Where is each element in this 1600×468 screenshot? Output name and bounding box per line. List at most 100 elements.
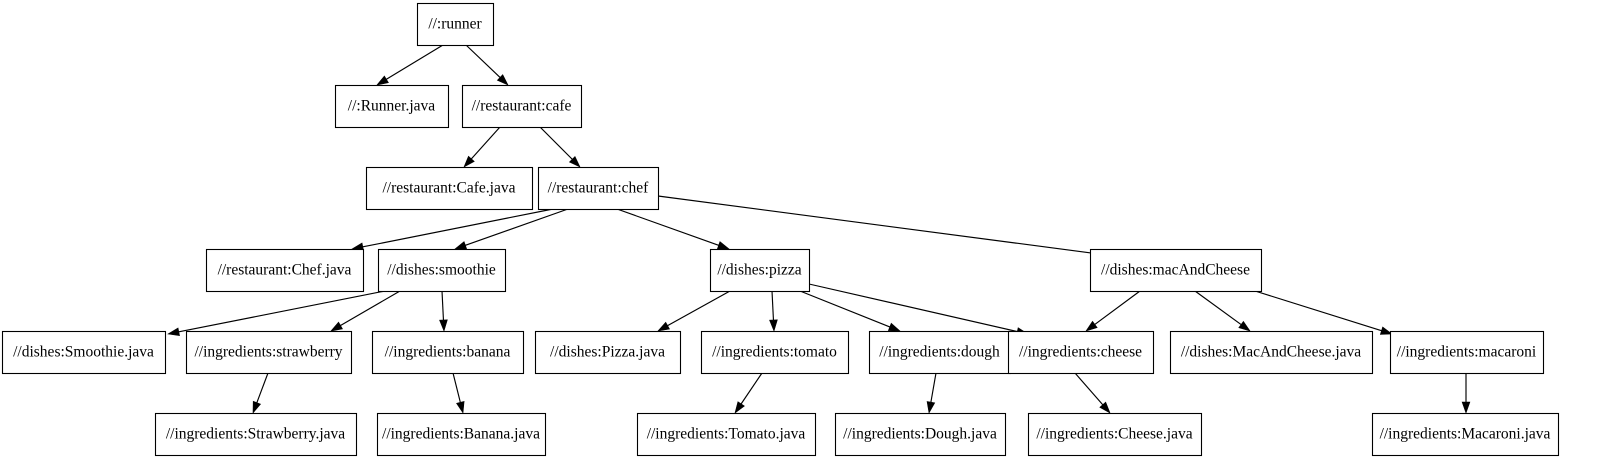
node-box[interactable] xyxy=(365,166,534,211)
node-box[interactable] xyxy=(1027,412,1203,457)
node-label: //ingredients:Macaroni.java xyxy=(1380,426,1551,443)
graph-node-dough_java[interactable]: //ingredients:Dough.java xyxy=(834,412,1007,457)
edge-arrowhead-icon xyxy=(734,401,745,414)
node-box[interactable] xyxy=(334,84,450,129)
node-label: //ingredients:macaroni xyxy=(1397,344,1537,361)
graph-node-cheese_java[interactable]: //ingredients:Cheese.java xyxy=(1027,412,1203,457)
graph-node-restaurant_cafe[interactable]: //restaurant:cafe xyxy=(461,84,583,129)
graph-edge xyxy=(539,126,581,168)
node-label: //ingredients:Strawberry.java xyxy=(166,426,345,443)
node-label: //ingredients:Tomato.java xyxy=(647,426,806,443)
node-box[interactable] xyxy=(868,330,1012,375)
graph-edge xyxy=(1085,290,1141,332)
graph-edge xyxy=(926,372,937,414)
node-label: //:Runner.java xyxy=(348,98,436,115)
graph-node-runner_java[interactable]: //:Runner.java xyxy=(334,84,450,129)
node-label: //dishes:MacAndCheese.java xyxy=(1181,344,1361,361)
graph-node-macncheese_java[interactable]: //dishes:MacAndCheese.java xyxy=(1169,330,1374,375)
graph-edge xyxy=(252,372,269,414)
graph-edge xyxy=(657,290,731,332)
graph-edge xyxy=(1194,290,1251,332)
edge-arrowhead-icon xyxy=(1379,326,1393,335)
graph-node-smoothie_java[interactable]: //dishes:Smoothie.java xyxy=(1,330,167,375)
graph-node-ing_tomato[interactable]: //ingredients:tomato xyxy=(700,330,850,375)
node-box[interactable] xyxy=(1007,330,1155,375)
node-label: //:runner xyxy=(428,16,482,33)
edge-arrowhead-icon xyxy=(568,155,581,168)
node-label: //ingredients:strawberry xyxy=(194,344,342,361)
graph-node-runner[interactable]: //:runner xyxy=(416,2,495,47)
graph-node-banana_java[interactable]: //ingredients:Banana.java xyxy=(376,412,547,457)
edge-arrowhead-icon xyxy=(252,400,262,414)
node-box[interactable] xyxy=(205,248,365,293)
graph-node-ing_macaroni[interactable]: //ingredients:macaroni xyxy=(1389,330,1545,375)
node-box[interactable] xyxy=(416,2,495,47)
node-box[interactable] xyxy=(377,248,507,293)
graph-node-cafe_java[interactable]: //restaurant:Cafe.java xyxy=(365,166,534,211)
edge-arrowhead-icon xyxy=(439,319,448,332)
edge-line xyxy=(1254,290,1382,332)
node-box[interactable] xyxy=(1089,248,1263,293)
graph-edge xyxy=(808,283,1029,336)
node-box[interactable] xyxy=(1,330,167,375)
node-label: //ingredients:Dough.java xyxy=(843,426,997,443)
edge-arrowhead-icon xyxy=(926,401,936,414)
edge-line xyxy=(362,208,554,248)
graph-node-ing_banana[interactable]: //ingredients:banana xyxy=(371,330,525,375)
edge-arrowhead-icon xyxy=(454,241,468,250)
node-box[interactable] xyxy=(371,330,525,375)
graph-node-dishes_smoothie[interactable]: //dishes:smoothie xyxy=(377,248,507,293)
graph-node-dishes_macncheese[interactable]: //dishes:macAndCheese xyxy=(1089,248,1263,293)
graph-edge xyxy=(1461,373,1471,414)
edge-line xyxy=(178,290,386,333)
graph-node-pizza_java[interactable]: //dishes:Pizza.java xyxy=(534,330,682,375)
graph-node-chef_java[interactable]: //restaurant:Chef.java xyxy=(205,248,365,293)
node-box[interactable] xyxy=(376,412,547,457)
edge-arrowhead-icon xyxy=(716,241,730,250)
node-label: //dishes:smoothie xyxy=(387,262,496,279)
node-box[interactable] xyxy=(636,412,817,457)
node-layer: //:runner //:Runner.java //restaurant:cafe… xyxy=(1,2,1560,457)
node-box[interactable] xyxy=(537,166,660,211)
edge-line xyxy=(740,372,763,405)
edge-arrowhead-icon xyxy=(1085,320,1098,332)
edge-line xyxy=(452,372,461,403)
edge-arrowhead-icon xyxy=(456,400,465,414)
graph-edge xyxy=(463,126,501,168)
node-label: //dishes:pizza xyxy=(717,262,801,279)
node-box[interactable] xyxy=(1169,330,1374,375)
node-box[interactable] xyxy=(709,248,811,293)
graph-node-restaurant_chef[interactable]: //restaurant:chef xyxy=(537,166,660,211)
edge-line xyxy=(340,290,401,326)
edge-line xyxy=(616,208,719,246)
edge-line xyxy=(1194,290,1242,325)
graph-edge xyxy=(734,372,763,414)
graph-node-ing_dough[interactable]: //ingredients:dough xyxy=(868,330,1012,375)
edge-line xyxy=(256,372,269,403)
edge-line xyxy=(799,290,891,328)
node-label: //ingredients:banana xyxy=(385,344,511,361)
graph-node-ing_cheese[interactable]: //ingredients:cheese xyxy=(1007,330,1155,375)
node-box[interactable] xyxy=(461,84,583,129)
node-box[interactable] xyxy=(185,330,353,375)
node-box[interactable] xyxy=(154,412,358,457)
node-box[interactable] xyxy=(534,330,682,375)
node-box[interactable] xyxy=(834,412,1007,457)
graph-node-strawberry_java[interactable]: //ingredients:Strawberry.java xyxy=(154,412,358,457)
edge-arrowhead-icon xyxy=(330,321,343,332)
graph-edge xyxy=(465,44,509,86)
edge-arrowhead-icon xyxy=(657,321,670,332)
graph-node-macaroni_java[interactable]: //ingredients:Macaroni.java xyxy=(1371,412,1560,457)
node-box[interactable] xyxy=(700,330,850,375)
graph-node-ing_strawberry[interactable]: //ingredients:strawberry xyxy=(185,330,353,375)
graph-edge xyxy=(439,290,448,332)
graph-node-tomato_java[interactable]: //ingredients:Tomato.java xyxy=(636,412,817,457)
node-label: //dishes:Pizza.java xyxy=(550,344,665,361)
node-box[interactable] xyxy=(1389,330,1545,375)
edge-line xyxy=(465,44,501,78)
graph-node-dishes_pizza[interactable]: //dishes:pizza xyxy=(709,248,811,293)
graph-edge xyxy=(1254,290,1393,335)
edge-arrowhead-icon xyxy=(376,75,389,86)
node-box[interactable] xyxy=(1371,412,1560,457)
